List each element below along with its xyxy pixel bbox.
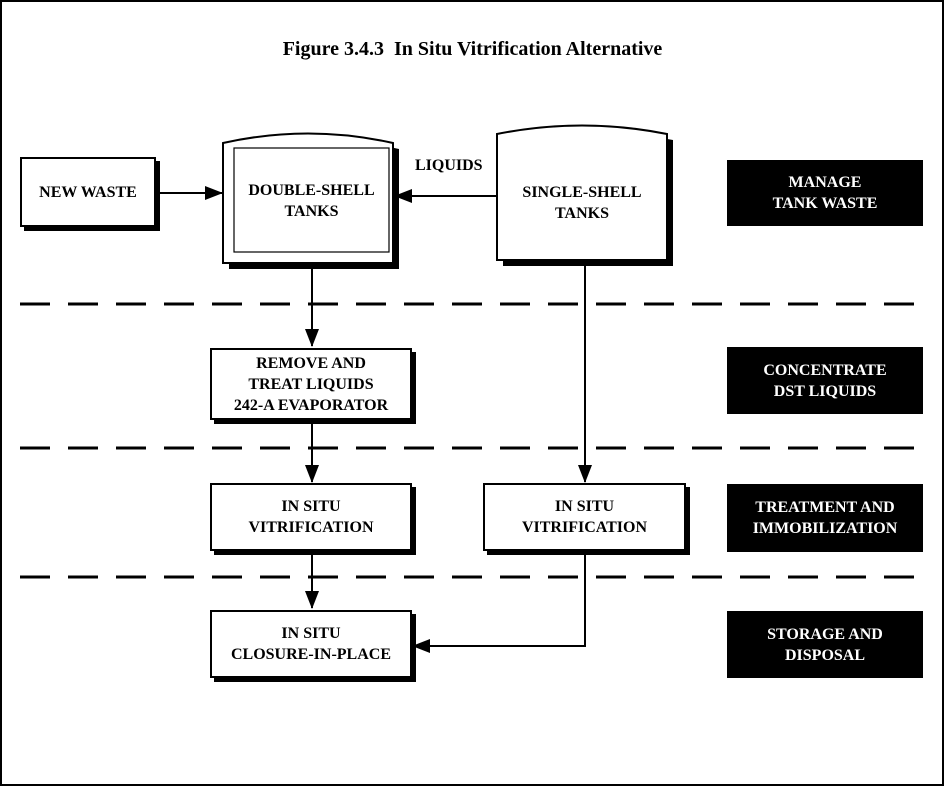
evaporator-line-3: 242-A EVAPORATOR xyxy=(233,396,389,414)
closure-line-1: IN SITU xyxy=(281,625,341,642)
dst-line-1: DOUBLE-SHELL xyxy=(248,182,375,199)
stage-manage-tank-waste: MANAGE TANK WASTE xyxy=(727,160,923,226)
new-waste-label: NEW WASTE xyxy=(39,183,137,201)
double-shell-tank-outer xyxy=(222,132,394,264)
stage-treatment-line-2: IMMOBILIZATION xyxy=(752,520,898,537)
stage-concentrate-line-2: DST LIQUIDS xyxy=(773,382,877,400)
stage-concentrate-line-1: CONCENTRATE xyxy=(763,361,887,379)
single-shell-tank-outer xyxy=(496,124,668,261)
double-shell-tank-inner xyxy=(233,147,390,253)
stage-concentrate-dst-liquids: CONCENTRATE DST LIQUIDS xyxy=(727,347,923,414)
isv-sst-line-2: VITRIFICATION xyxy=(521,519,648,536)
evaporator-line-1: REMOVE AND xyxy=(256,354,366,372)
double-shell-tank-label: DOUBLE-SHELL TANKS xyxy=(234,150,389,252)
closure-box: IN SITU CLOSURE-IN-PLACE xyxy=(210,610,412,678)
isv-sst-line-1: IN SITU xyxy=(554,498,615,515)
liquids-label: LIQUIDS xyxy=(415,157,483,174)
evaporator-line-2: TREAT LIQUIDS xyxy=(248,375,374,393)
stage-manage-line-1: MANAGE xyxy=(788,174,862,191)
stage-treatment-line-1: TREATMENT AND xyxy=(755,499,895,516)
stage-manage-line-2: TANK WASTE xyxy=(772,195,878,212)
arrow-sst-isv-to-closure xyxy=(412,552,586,653)
isv-sst-box: IN SITU VITRIFICATION xyxy=(483,483,686,551)
dst-line-2: TANKS xyxy=(284,203,339,220)
evaporator-box: REMOVE AND TREAT LIQUIDS 242-A EVAPORATO… xyxy=(210,348,412,420)
stage-treatment-immobilization: TREATMENT AND IMMOBILIZATION xyxy=(727,484,923,552)
isv-dst-line-1: IN SITU xyxy=(281,498,341,515)
isv-dst-box: IN SITU VITRIFICATION xyxy=(210,483,412,551)
sst-line-1: SINGLE-SHELL xyxy=(522,184,642,201)
closure-line-2: CLOSURE-IN-PLACE xyxy=(230,646,391,663)
stage-storage-line-1: STORAGE AND xyxy=(767,625,883,643)
single-shell-tank-label: SINGLE-SHELL TANKS xyxy=(499,150,665,256)
stage-storage-line-2: DISPOSAL xyxy=(784,646,866,664)
new-waste-box: NEW WASTE xyxy=(20,157,156,227)
sst-line-2: TANKS xyxy=(555,205,609,222)
figure-title: Figure 3.4.3 In Situ Vitrification Alter… xyxy=(282,38,663,60)
stage-storage-disposal: STORAGE AND DISPOSAL xyxy=(727,611,923,678)
isv-dst-line-2: VITRIFICATION xyxy=(248,519,374,536)
